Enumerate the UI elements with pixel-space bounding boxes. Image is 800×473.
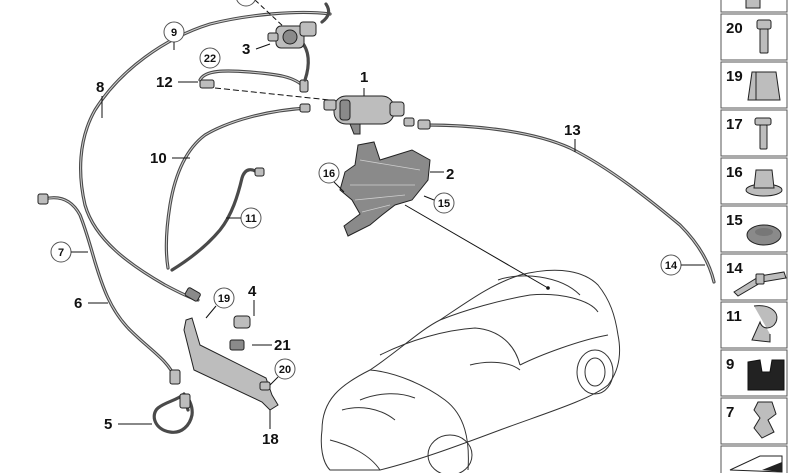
side-item-20: 20 [720, 13, 788, 61]
side-item-7: 7 [720, 397, 788, 445]
svg-text:11: 11 [726, 308, 742, 325]
callout-4: 4 [248, 283, 257, 300]
callout-top-partial [236, 0, 256, 7]
callout-12: 12 [156, 74, 173, 91]
svg-text:19: 19 [218, 293, 230, 305]
svg-text:7: 7 [58, 247, 64, 259]
callout-5: 5 [104, 416, 112, 433]
part-1-pump [323, 88, 415, 135]
hose-8-9 [79, 10, 332, 302]
side-item-bottom [720, 445, 788, 473]
hose-5 [152, 392, 194, 434]
hose-12 [198, 69, 309, 93]
callout-11: 11 [226, 207, 262, 229]
svg-text:22: 22 [204, 53, 216, 65]
callout-15: 15 [423, 192, 455, 214]
part-3-valve [267, 21, 317, 49]
hose-10 [164, 103, 311, 270]
callout-14: 14 [660, 254, 705, 276]
callout-7: 7 [50, 241, 88, 263]
svg-text:15: 15 [726, 212, 743, 229]
car-outline [320, 269, 621, 473]
callout-21: 21 [274, 337, 291, 354]
side-item-17: 17 [720, 109, 788, 157]
svg-text:17: 17 [726, 116, 743, 133]
callout-13: 13 [564, 122, 581, 139]
svg-text:19: 19 [726, 68, 743, 85]
side-item-15: 15 [720, 205, 788, 253]
side-item-16: 16 [720, 157, 788, 205]
part-2-bracket [339, 141, 431, 237]
callout-8: 8 [96, 79, 104, 96]
callout-22: 22 [199, 47, 221, 69]
svg-text:16: 16 [726, 164, 743, 181]
svg-text:20: 20 [726, 20, 743, 37]
side-item-9: 9 [720, 349, 788, 397]
side-panel: 20 19 17 16 15 [720, 0, 788, 473]
callout-20: 20 [269, 358, 296, 386]
svg-text:9: 9 [171, 27, 177, 39]
part-18-bracket-plate [183, 315, 279, 411]
callout-2: 2 [446, 166, 454, 183]
side-item-14: 14 [720, 253, 788, 301]
side-item-19: 19 [720, 61, 788, 109]
svg-text:14: 14 [665, 260, 678, 272]
callout-18: 18 [262, 431, 279, 448]
side-item-11: 11 [720, 301, 788, 349]
hose-6-7 [37, 193, 181, 385]
callout-1: 1 [360, 69, 368, 86]
svg-text:14: 14 [726, 260, 743, 277]
hose-11 [170, 167, 265, 272]
svg-text:15: 15 [438, 198, 450, 210]
svg-text:7: 7 [726, 404, 734, 421]
svg-text:20: 20 [279, 364, 291, 376]
callout-19: 19 [205, 287, 235, 319]
callout-10: 10 [150, 150, 167, 167]
callout-6: 6 [74, 295, 82, 312]
callout-9: 9 [163, 21, 185, 50]
svg-text:16: 16 [323, 168, 335, 180]
svg-text:11: 11 [245, 213, 257, 225]
hose-13-14 [417, 119, 716, 284]
svg-text:9: 9 [726, 356, 734, 373]
callout-16: 16 [318, 162, 345, 193]
callout-3: 3 [242, 41, 250, 58]
